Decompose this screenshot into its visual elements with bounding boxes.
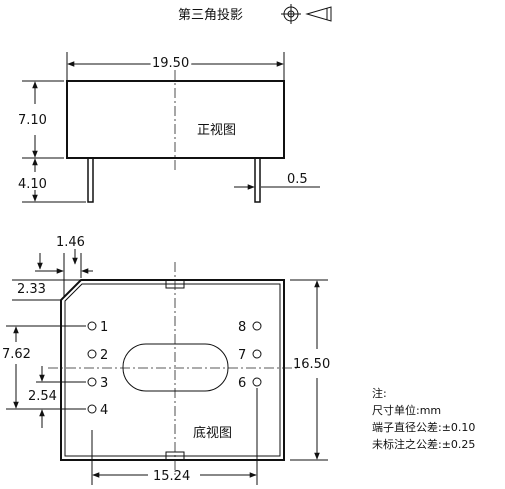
dim-chamfer-y: 2.33 [17, 282, 46, 297]
dim-column-span: 15.24 [153, 469, 190, 484]
dim-pin-diameter: 0.5 [287, 172, 308, 187]
dim-pin-length: 4.10 [18, 177, 47, 192]
pin-label-3: 3 [100, 376, 108, 391]
notes-block: 注: 尺寸单位:mm 端子直径公差:±0.10 未标注之公差:±0.25 [372, 386, 475, 451]
dim-front-height: 7.10 [18, 113, 47, 128]
dim-chamfer-x: 1.46 [56, 235, 85, 250]
pin-label-7: 7 [238, 348, 246, 363]
front-view: 正视图 19.50 7.10 4.10 0.5 [18, 52, 320, 203]
oval-window [122, 343, 229, 392]
pin-2-hole [87, 349, 97, 359]
pin-3-hole [87, 377, 97, 387]
bottom-view-label: 底视图 [193, 425, 232, 441]
note-pin-tolerance: 端子直径公差:±0.10 [372, 420, 475, 434]
pin-1-hole [87, 321, 97, 331]
pin-label-8: 8 [238, 320, 246, 335]
note-general-tolerance: 未标注之公差:±0.25 [372, 437, 475, 451]
pin-label-2: 2 [100, 348, 108, 363]
front-body-outline [66, 80, 285, 159]
pin-7-hole [252, 349, 262, 359]
dim-row-span: 7.62 [2, 347, 31, 362]
dim-pitch: 2.54 [28, 389, 57, 404]
pin-4-hole [87, 404, 97, 414]
bottom-inner-outline [64, 283, 281, 457]
pin-label-1: 1 [100, 320, 108, 335]
pin-8-hole [252, 321, 262, 331]
notes-heading: 注: [372, 386, 387, 400]
note-units: 尺寸单位:mm [372, 403, 441, 417]
pin-label-4: 4 [100, 403, 108, 418]
projection-label: 第三角投影 [178, 7, 243, 23]
bottom-view: 底视图 1 2 3 4 8 7 6 1.46 2.33 16.50 [2, 235, 330, 485]
dim-front-width: 19.50 [152, 56, 189, 71]
front-view-label: 正视图 [197, 123, 236, 138]
third-angle-projection-icon [281, 4, 332, 24]
pin-6-hole [252, 377, 262, 387]
dim-bottom-height: 16.50 [293, 357, 330, 372]
front-pin-left [87, 157, 94, 203]
front-pin-right [254, 157, 261, 203]
pin-label-6: 6 [238, 376, 246, 391]
bottom-outer-outline [60, 279, 285, 461]
